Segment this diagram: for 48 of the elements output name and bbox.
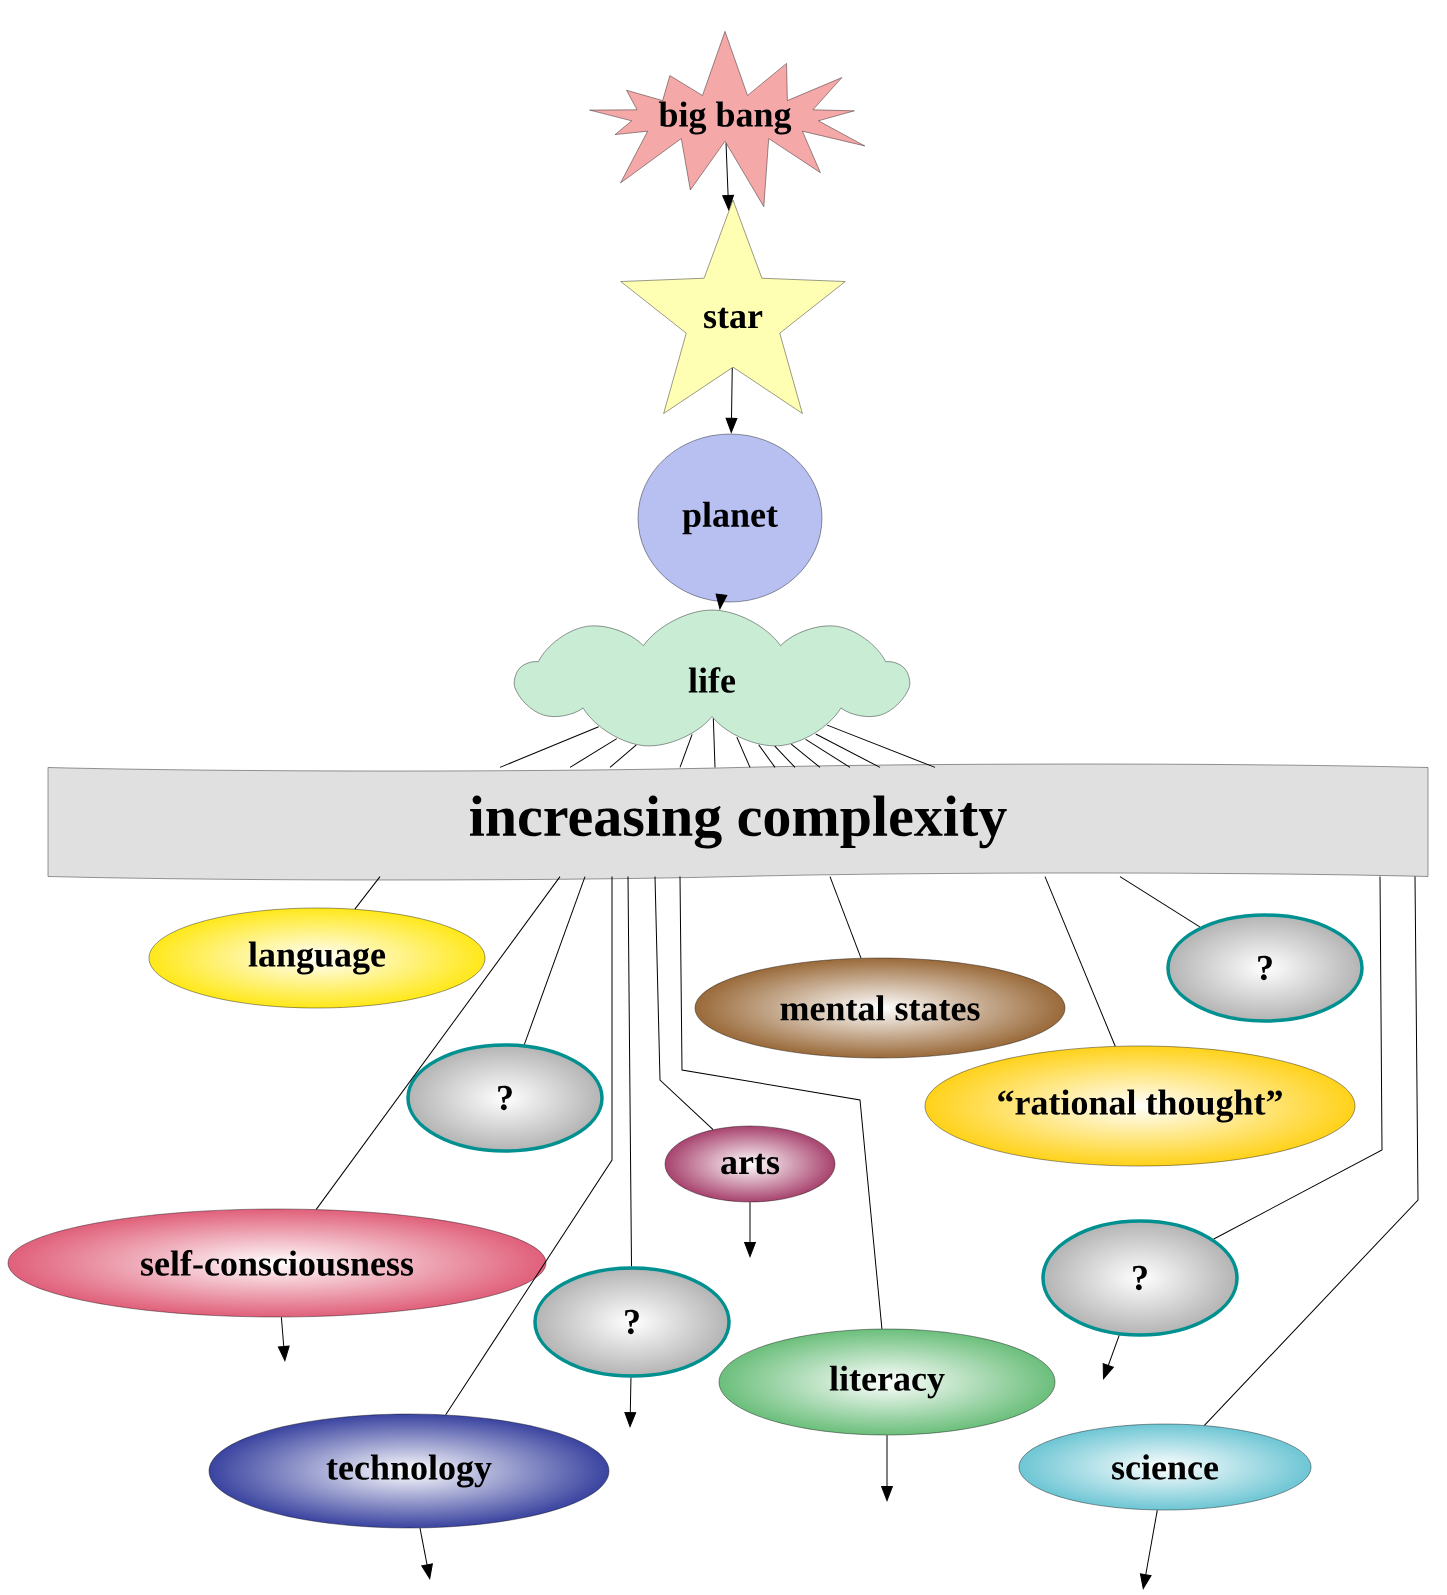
arrow — [881, 1434, 893, 1502]
question-oval: ? — [1166, 913, 1364, 1023]
connector-line — [774, 745, 796, 768]
connector-line — [609, 744, 637, 768]
oval: self-consciousness — [7, 1208, 547, 1318]
connector-line — [569, 738, 618, 768]
oval: technology — [208, 1413, 610, 1529]
connector-line — [654, 876, 714, 1131]
connector-line — [736, 736, 751, 768]
connector-line — [523, 876, 586, 1045]
arrow — [624, 1377, 637, 1428]
oval: arts — [664, 1125, 836, 1203]
connector-line — [826, 724, 936, 768]
oval: mental states — [694, 957, 1066, 1059]
question-oval: ? — [533, 1266, 731, 1378]
connector-line — [1203, 876, 1419, 1426]
connector-line — [315, 876, 561, 1210]
oval: “rational thought” — [924, 1045, 1356, 1167]
connector-line — [445, 876, 613, 1416]
connector-line — [354, 876, 381, 910]
connector-line — [679, 876, 883, 1330]
arrow — [1139, 1509, 1158, 1590]
arrow — [1102, 1334, 1120, 1380]
connector-line — [1044, 876, 1116, 1047]
arrow — [722, 142, 734, 211]
oval: language — [148, 907, 486, 1009]
connector-line — [1119, 876, 1201, 928]
connector-line — [627, 876, 632, 1267]
connector-line — [712, 717, 716, 768]
arrow — [744, 1201, 756, 1258]
arrow — [277, 1316, 290, 1362]
connector-line — [815, 733, 881, 768]
question-oval: ? — [406, 1043, 604, 1153]
connector-line — [499, 726, 600, 768]
connector-line — [829, 876, 862, 959]
arrow — [725, 367, 738, 433]
life-blob: life — [513, 609, 911, 747]
connector-line — [790, 743, 821, 768]
arrow — [715, 593, 728, 610]
oval: science — [1018, 1423, 1312, 1511]
arrow — [419, 1527, 433, 1580]
connector-line — [679, 733, 693, 768]
connector-line — [805, 738, 851, 768]
connector-line — [758, 744, 776, 768]
question-oval: ? — [1041, 1219, 1239, 1337]
complexity-band: increasing complexity — [47, 763, 1429, 881]
oval: literacy — [718, 1328, 1056, 1436]
connector-line — [1213, 876, 1383, 1240]
